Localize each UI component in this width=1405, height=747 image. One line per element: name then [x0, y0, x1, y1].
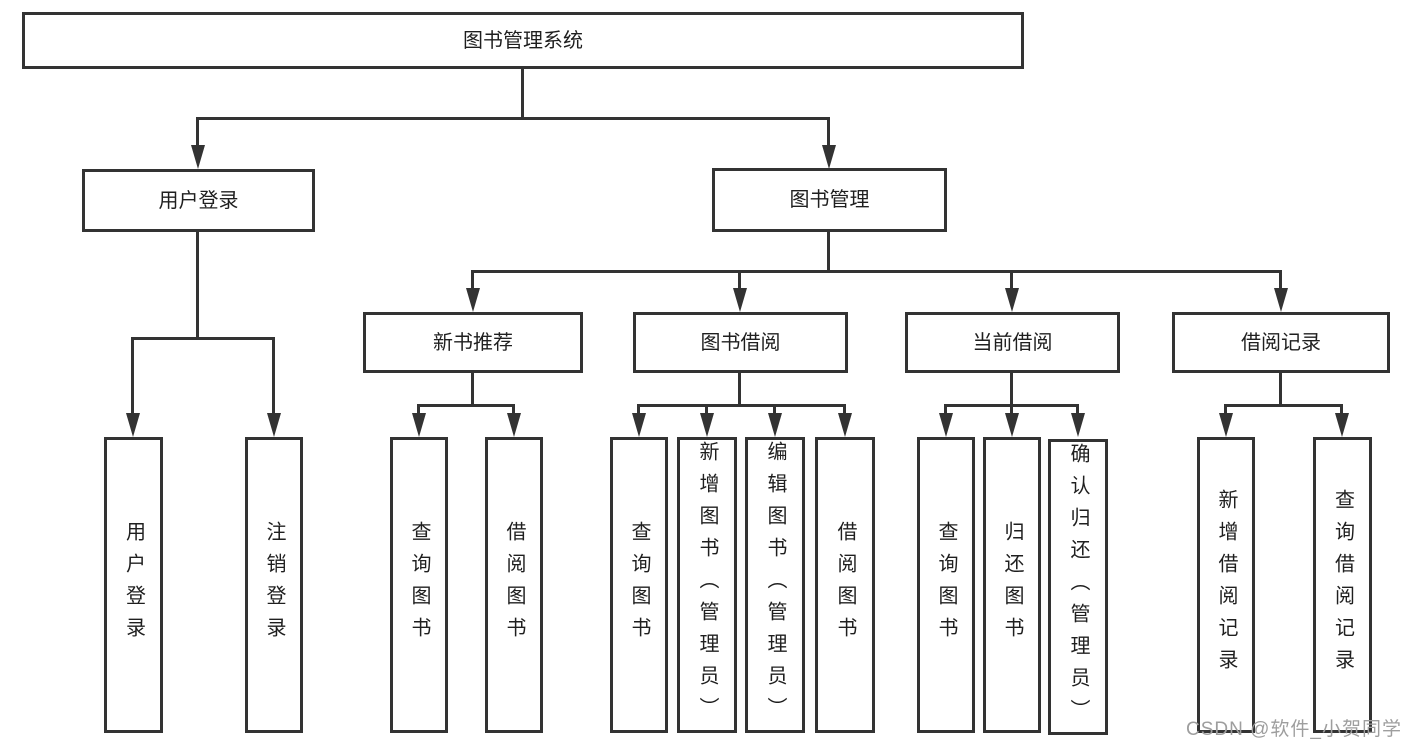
- leaf-user-login: 用户登录: [104, 437, 163, 733]
- connector-line: [471, 270, 474, 292]
- connector-line: [1010, 404, 1013, 416]
- connector-line: [637, 404, 640, 416]
- node-current-borrow: 当前借阅: [905, 312, 1120, 373]
- leaf-borrow-borrow-book: 借阅图书: [815, 437, 875, 733]
- leaf-current-query-book: 查询图书: [917, 437, 975, 733]
- connector-line: [471, 270, 1282, 273]
- leaf-current-return-book: 归还图书: [983, 437, 1041, 733]
- arrowhead-down-icon: [939, 413, 953, 437]
- leaf-borrow-edit-book-admin: 编辑图书（管理员）: [745, 437, 805, 733]
- connector-line: [1279, 373, 1282, 407]
- connector-line: [521, 69, 524, 120]
- connector-line: [512, 404, 515, 416]
- arrowhead-down-icon: [1274, 288, 1288, 312]
- connector-line: [827, 232, 830, 273]
- node-new-book-recommend: 新书推荐: [363, 312, 583, 373]
- connector-line: [417, 404, 420, 416]
- arrowhead-down-icon: [838, 413, 852, 437]
- node-book-borrow: 图书借阅: [633, 312, 848, 373]
- connector-line: [131, 337, 275, 340]
- connector-line: [272, 337, 275, 416]
- leaf-records-query-record: 查询借阅记录: [1313, 437, 1372, 733]
- leaf-borrow-query-book: 查询图书: [610, 437, 668, 733]
- connector-line: [1279, 270, 1282, 292]
- connector-line: [1224, 404, 1227, 416]
- connector-line: [1340, 404, 1343, 416]
- arrowhead-down-icon: [1335, 413, 1349, 437]
- leaf-recommend-query-book: 查询图书: [390, 437, 448, 733]
- arrowhead-down-icon: [700, 413, 714, 437]
- connector-line: [196, 117, 199, 148]
- connector-line: [1010, 373, 1013, 407]
- leaf-borrow-add-book-admin: 新增图书（管理员）: [677, 437, 737, 733]
- arrowhead-down-icon: [632, 413, 646, 437]
- connector-line: [1224, 404, 1343, 407]
- connector-line: [1010, 270, 1013, 292]
- arrowhead-down-icon: [191, 145, 205, 169]
- arrowhead-down-icon: [1071, 413, 1085, 437]
- node-library-management-system: 图书管理系统: [22, 12, 1024, 69]
- connector-line: [417, 404, 515, 407]
- connector-line: [773, 404, 776, 416]
- arrowhead-down-icon: [507, 413, 521, 437]
- connector-line: [471, 373, 474, 407]
- connector-line: [637, 404, 846, 407]
- connector-line: [738, 270, 741, 292]
- arrowhead-down-icon: [1005, 288, 1019, 312]
- arrowhead-down-icon: [733, 288, 747, 312]
- arrowhead-down-icon: [126, 413, 140, 437]
- connector-line: [196, 117, 830, 120]
- connector-line: [705, 404, 708, 416]
- connector-line: [843, 404, 846, 416]
- arrowhead-down-icon: [267, 413, 281, 437]
- leaf-records-add-record: 新增借阅记录: [1197, 437, 1255, 733]
- connector-line: [738, 373, 741, 407]
- arrowhead-down-icon: [1219, 413, 1233, 437]
- connector-line: [131, 337, 134, 416]
- arrowhead-down-icon: [768, 413, 782, 437]
- node-book-management: 图书管理: [712, 168, 947, 232]
- connector-line: [196, 232, 199, 340]
- arrowhead-down-icon: [412, 413, 426, 437]
- leaf-logout: 注销登录: [245, 437, 303, 733]
- csdn-watermark: CSDN @软件_小贺同学: [1186, 719, 1402, 740]
- arrowhead-down-icon: [1005, 413, 1019, 437]
- connector-line: [944, 404, 947, 416]
- connector-line: [827, 117, 830, 148]
- node-borrow-records: 借阅记录: [1172, 312, 1390, 373]
- arrowhead-down-icon: [466, 288, 480, 312]
- arrowhead-down-icon: [822, 145, 836, 169]
- connector-line: [1076, 404, 1079, 416]
- leaf-recommend-borrow-book: 借阅图书: [485, 437, 543, 733]
- node-user-login: 用户登录: [82, 169, 315, 232]
- leaf-current-confirm-return-admin: 确认归还（管理员）: [1048, 439, 1108, 735]
